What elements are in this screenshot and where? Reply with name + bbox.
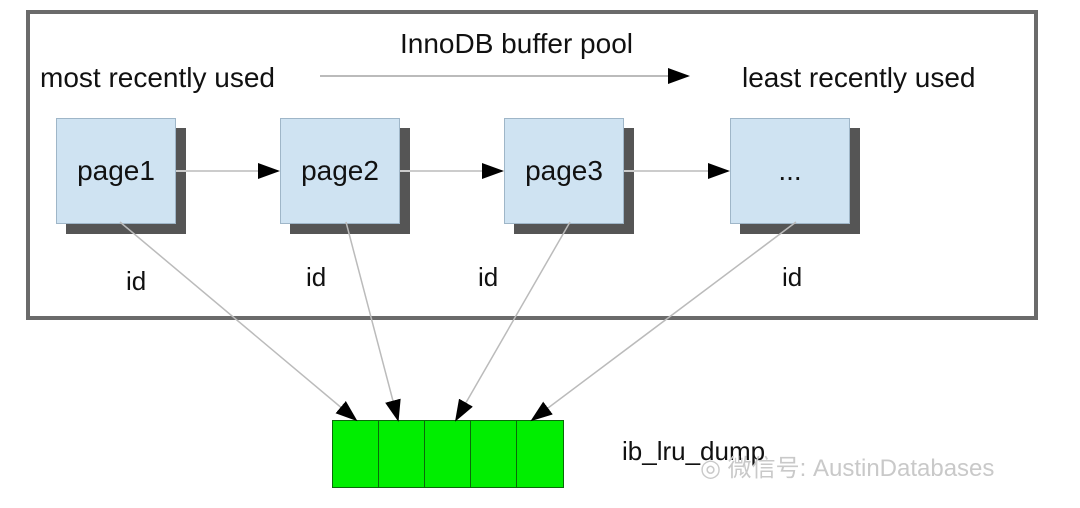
page-box-2: page2 — [280, 118, 400, 224]
dump-slot — [333, 421, 379, 487]
id-arrow-4 — [530, 221, 797, 422]
id-label-2: id — [306, 262, 327, 292]
id-arrow-1 — [119, 221, 358, 422]
lru-label: least recently used — [742, 62, 976, 93]
wechat-icon: ◎ — [700, 455, 721, 482]
dump-label: ib_lru_dump — [622, 436, 766, 466]
id-arrow-2 — [345, 221, 401, 422]
lru-dump-array — [332, 420, 564, 488]
page-box-4: ... — [730, 118, 850, 224]
mru-label: most recently used — [40, 62, 275, 93]
id-label-4: id — [782, 262, 803, 292]
dump-slot — [425, 421, 471, 487]
page-label-3: page3 — [525, 155, 603, 186]
id-arrow-3 — [455, 221, 571, 422]
dump-slot — [471, 421, 517, 487]
page-box-3: page3 — [504, 118, 624, 224]
id-label-1: id — [126, 266, 147, 296]
id-label-3: id — [478, 262, 499, 292]
dump-slot — [517, 421, 563, 487]
diagram-title: InnoDB buffer pool — [400, 28, 633, 59]
dump-slot — [379, 421, 425, 487]
page-label-4: ... — [778, 155, 802, 186]
page-label-2: page2 — [301, 155, 379, 186]
page-label-1: page1 — [77, 155, 155, 186]
watermark-text: 微信号: AustinDatabases — [727, 455, 995, 482]
watermark: ◎ 微信号: AustinDatabases — [700, 448, 994, 483]
page-box-1: page1 — [56, 118, 176, 224]
